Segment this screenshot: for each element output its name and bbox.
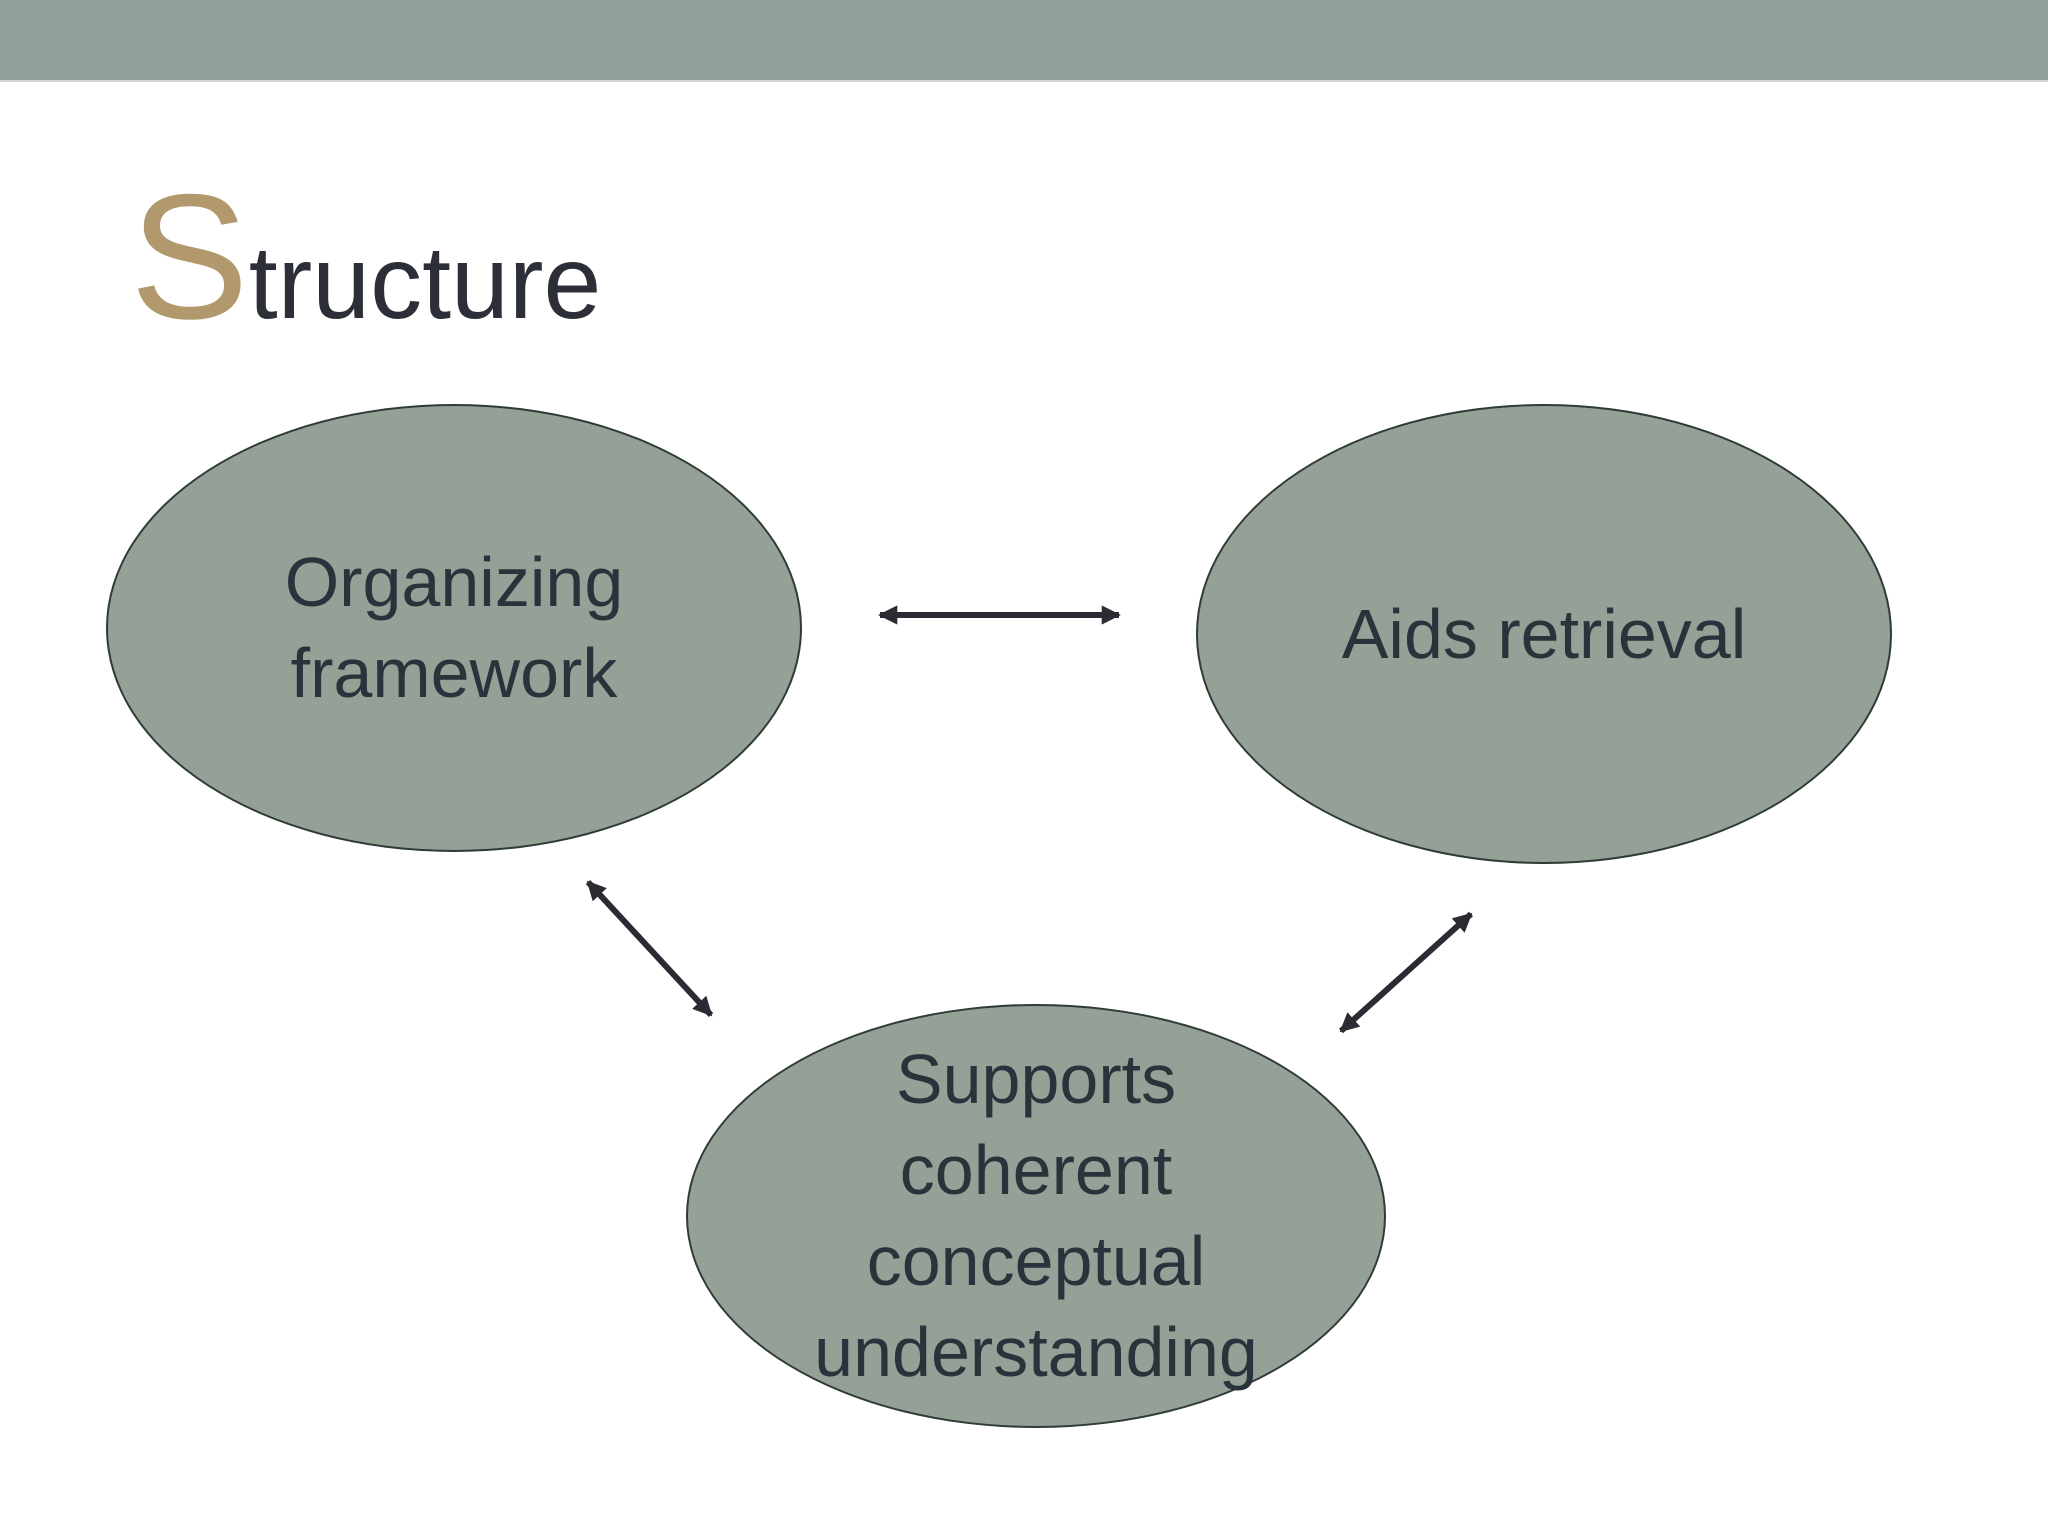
node-label-line: Organizing (284, 543, 624, 621)
node-supports-coherent-conceptual-understanding: Supports coherent conceptual understandi… (686, 1004, 1386, 1428)
node-label-line: framework (290, 634, 618, 712)
node-label-line: Aids retrieval (1341, 594, 1747, 673)
double-arrow-organizing-supports (585, 879, 714, 1018)
node-organizing-framework: Organizing framework (106, 404, 802, 852)
node-label-line: conceptual (866, 1222, 1206, 1300)
node-label: Organizing framework (285, 537, 624, 719)
node-label-line: coherent (899, 1131, 1173, 1209)
node-label: Aids retrieval (1342, 589, 1747, 680)
node-aids-retrieval: Aids retrieval (1196, 404, 1892, 864)
title-rest-text: tructure (248, 225, 602, 341)
header-bar (0, 0, 2048, 80)
title-initial-letter: S (130, 157, 249, 356)
double-arrow-supports-retrieval (1338, 911, 1474, 1034)
node-label-line: understanding (814, 1313, 1258, 1391)
node-label-line: Supports (895, 1040, 1177, 1118)
node-label: Supports coherent conceptual understandi… (814, 1034, 1258, 1398)
